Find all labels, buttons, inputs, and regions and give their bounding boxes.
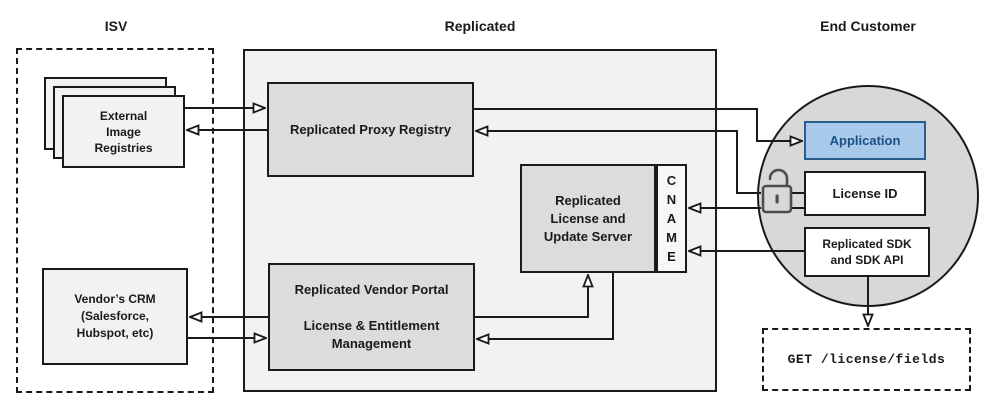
license-id-label: License ID xyxy=(832,186,898,201)
license-update-server-node: Replicated License and Update Server xyxy=(520,164,656,273)
application-label: Application xyxy=(829,133,901,148)
external-image-registries-label: External Image Registries xyxy=(94,108,153,155)
cname-label: C N A M E xyxy=(666,173,677,264)
get-license-fields-node: GET /license/fields xyxy=(762,328,971,391)
application-node: Application xyxy=(804,121,926,160)
replicated-sdk-label: Replicated SDK and SDK API xyxy=(822,237,912,267)
get-license-fields-label: GET /license/fields xyxy=(787,352,946,367)
replicated-proxy-registry-label: Replicated Proxy Registry xyxy=(289,122,452,137)
vendor-crm-label: Vendor’s CRM (Salesforce, Hubspot, etc) xyxy=(74,292,156,340)
vendor-portal-label: Replicated Vendor Portal License & Entit… xyxy=(294,282,449,351)
external-image-registries-node: External Image Registries xyxy=(62,95,185,168)
replicated-proxy-registry-node: Replicated Proxy Registry xyxy=(267,82,474,177)
section-title-isv: ISV xyxy=(104,18,128,34)
cname-node: C N A M E xyxy=(656,164,687,273)
license-id-node: License ID xyxy=(804,171,926,216)
license-update-server-label: Replicated License and Update Server xyxy=(543,192,633,244)
replicated-sdk-node: Replicated SDK and SDK API xyxy=(804,227,930,277)
vendor-portal-node: Replicated Vendor Portal License & Entit… xyxy=(268,263,475,371)
isv-zone xyxy=(16,48,214,393)
vendor-crm-node: Vendor’s CRM (Salesforce, Hubspot, etc) xyxy=(42,268,188,365)
section-title-end-customer: End Customer xyxy=(820,18,916,34)
section-title-replicated: Replicated xyxy=(444,18,516,34)
